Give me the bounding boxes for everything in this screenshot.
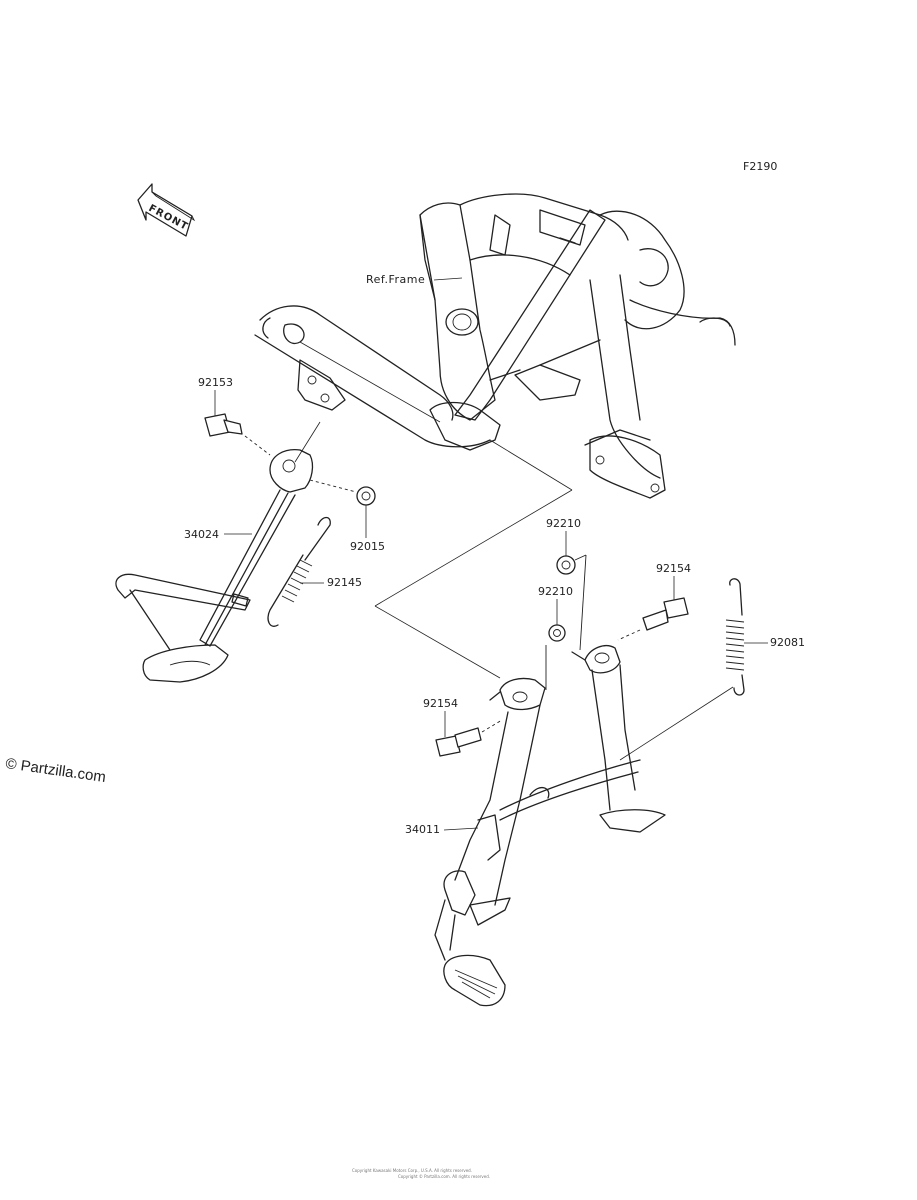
nut-92015-drawing: [309, 479, 376, 506]
part-label-34011: 34011: [405, 823, 440, 836]
center-stand-drawing: [434, 645, 666, 1007]
part-label-92154-upper: 92154: [656, 562, 691, 575]
bolt-92154-upper-drawing: [617, 597, 689, 641]
part-label-92015: 92015: [350, 540, 385, 553]
nut-92210-lower-drawing: [545, 624, 566, 690]
part-label-92154-lower: 92154: [423, 697, 458, 710]
bolt-92154-lower-drawing: [435, 719, 503, 757]
part-label-92210-upper: 92210: [546, 517, 581, 530]
part-label-92081: 92081: [770, 636, 805, 649]
side-stand-spring-drawing: [267, 516, 331, 627]
bolt-92153-drawing: [204, 413, 271, 456]
ref-frame-label: Ref.Frame: [366, 273, 425, 286]
footer-line-1: Copyright Kawasaki Motors Corp., U.S.A. …: [352, 1168, 472, 1173]
front-arrow-icon: FRONT: [137, 183, 196, 237]
part-label-34024: 34024: [184, 528, 219, 541]
copyright-watermark: © Partzilla.com: [4, 755, 106, 786]
ref-frame-leader: [433, 277, 463, 281]
figure-id: F2190: [743, 160, 777, 173]
footer-line-2: Copyright © Partzilla.com. All rights re…: [398, 1174, 490, 1179]
nut-92210-upper-drawing: [556, 554, 587, 651]
leader-34011: [443, 827, 479, 831]
side-stand-drawing: [115, 449, 314, 683]
part-label-92153: 92153: [198, 376, 233, 389]
assembly-guide-lines: [294, 341, 573, 679]
part-label-92210-lower: 92210: [538, 585, 573, 598]
part-label-92145: 92145: [327, 576, 362, 589]
frame-drawing: [254, 193, 736, 499]
center-stand-spring-drawing: [619, 578, 745, 761]
